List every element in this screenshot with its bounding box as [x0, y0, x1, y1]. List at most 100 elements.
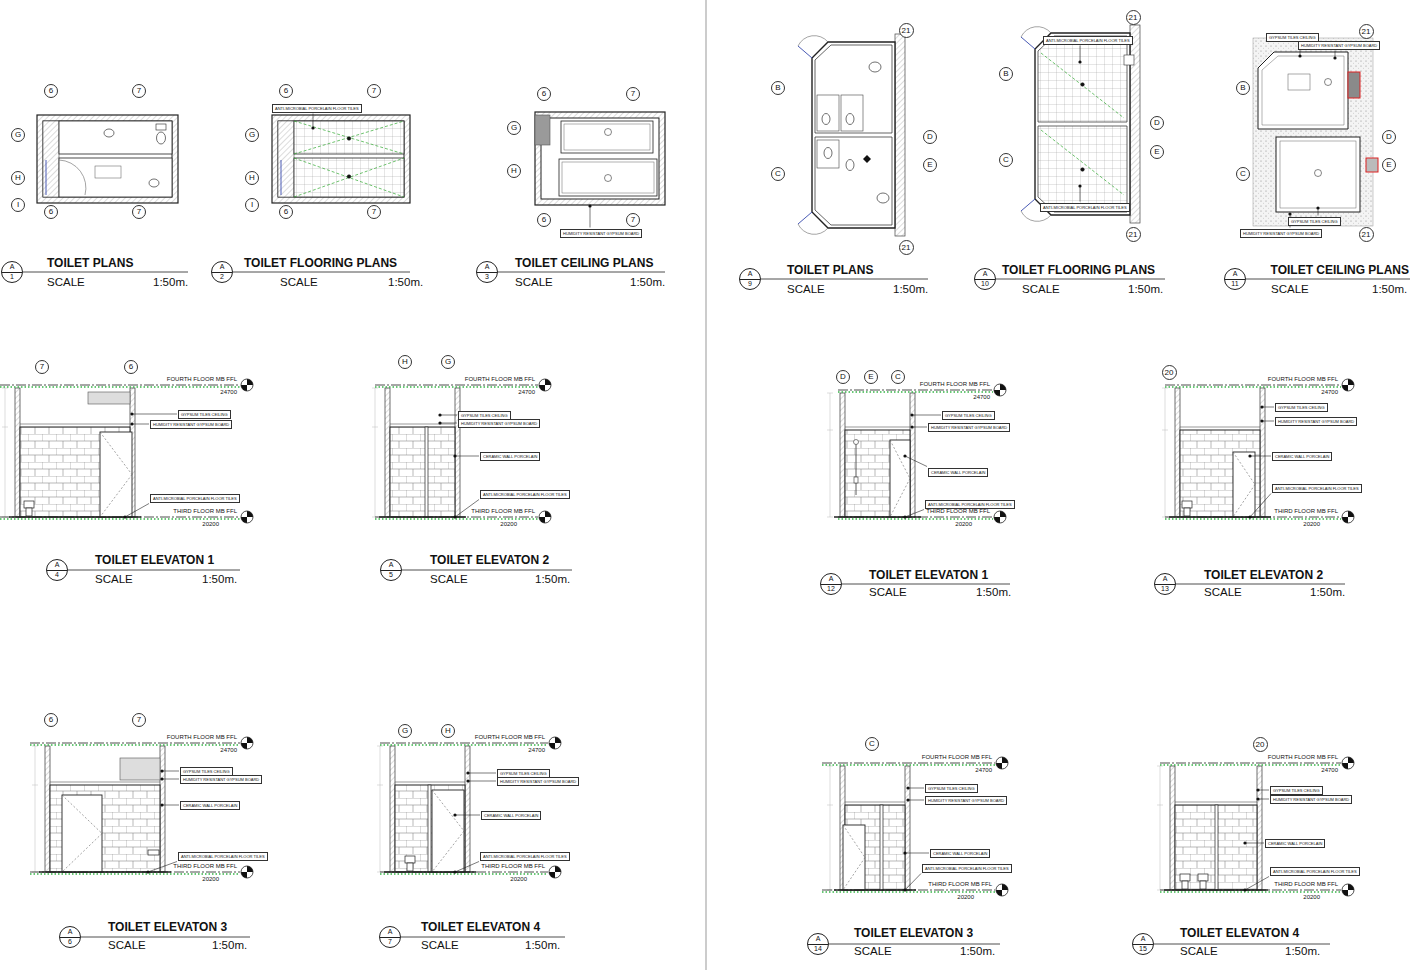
grid-bubble: G [507, 121, 521, 135]
grid-label: 21 [900, 24, 913, 37]
dimension-line [1165, 388, 1166, 517]
material-callout: GYPSUM TILES CEILING [1275, 403, 1328, 412]
shaft [1124, 55, 1134, 65]
door-swing [1021, 211, 1051, 221]
grid-label: E [924, 159, 936, 171]
level-marker [1342, 890, 1348, 896]
scale-label: SCALE [280, 275, 318, 289]
leader-line [455, 862, 479, 873]
wall-tiles [1180, 430, 1260, 517]
leader-line [590, 206, 591, 228]
wall-hatch [272, 115, 410, 203]
leader-dot [588, 204, 591, 207]
level-marker [555, 737, 561, 743]
grid-label: 21 [1360, 25, 1373, 38]
leader-dot [1288, 212, 1291, 215]
grid-bubble: C [1236, 167, 1250, 181]
drawing-number: 15 [1133, 944, 1153, 954]
ceiling-line [395, 782, 465, 783]
scale-label: SCALE [854, 944, 892, 958]
material-callout: ANTI-MICROBIAL PORCELAIN FLOOR TILES [1043, 36, 1133, 45]
scale-value: 1:50m. [202, 572, 237, 586]
level-marker [1342, 385, 1348, 391]
wall-section [1260, 388, 1265, 517]
level-name: THIRD FLOOR MB FFL [173, 863, 237, 870]
grid-label: C [866, 738, 878, 750]
drawing-title: TOILET ELEVATON 1 [869, 568, 988, 582]
drawing-number: A [1155, 574, 1175, 584]
grid-label: G [508, 122, 520, 134]
wall-hatch [895, 34, 905, 236]
grid-label: 7 [36, 361, 48, 373]
leader-line [1080, 186, 1081, 202]
level-value: 24700 [1321, 389, 1338, 396]
leader-line [440, 415, 457, 416]
grid-bubble: 6 [44, 205, 58, 219]
water-closet [1184, 508, 1190, 516]
level-line [380, 743, 548, 744]
material-callout: ANTI-MICROBIAL PORCELAIN FLOOR TILES [480, 490, 570, 499]
dimension-tick [1157, 766, 1163, 767]
grid-bubble: 20 [1162, 365, 1177, 380]
scale-label: SCALE [787, 282, 825, 296]
level-marker [241, 872, 247, 878]
material-note: GYPSUM TILES CEILING [181, 412, 228, 417]
material-note: GYPSUM TILES CEILING [1291, 219, 1338, 224]
leader-dot [453, 454, 456, 457]
grid-label: 6 [538, 214, 550, 226]
door-swing [432, 790, 464, 831]
floor-finish-line [822, 764, 995, 765]
dimension-tick [827, 805, 833, 806]
scale-value: 1:50m. [1372, 282, 1407, 296]
drawing-number: A [975, 269, 995, 279]
door [890, 440, 910, 517]
grid-label: 6 [45, 85, 57, 97]
grid-bubble: 6 [537, 213, 551, 227]
door-leaf [798, 46, 812, 58]
water-closet [1200, 881, 1206, 889]
drawing-number: A [2, 262, 22, 272]
title-underline [829, 944, 1000, 945]
material-note: ANTI-MICROBIAL PORCELAIN FLOOR TILES [153, 496, 237, 501]
door [100, 432, 132, 517]
level-value: 24700 [975, 767, 992, 774]
grid-label: H [12, 172, 24, 184]
leader-line [905, 510, 924, 518]
level-value: 20200 [957, 894, 974, 901]
beam [120, 758, 160, 780]
leader-line [1262, 407, 1274, 408]
material-callout: CERAMIC WALL PORCELAIN [1272, 452, 1332, 461]
room-outline [541, 118, 659, 199]
level-name: FOURTH FLOOR MB FFL [475, 734, 545, 741]
shaft [1348, 72, 1360, 98]
scale-label: SCALE [430, 572, 468, 586]
leader-line [162, 771, 179, 772]
level-marker [994, 390, 1000, 396]
level-line [838, 390, 993, 391]
material-note: ANTI-MICROBIAL PORCELAIN FLOOR TILES [181, 854, 265, 859]
cubicle [817, 95, 839, 131]
shower-pipe [856, 442, 857, 495]
leader-dot [1256, 788, 1259, 791]
level-name: THIRD FLOOR MB FFL [926, 508, 990, 515]
level-line [1160, 763, 1341, 764]
material-note: ANTI-MICROBIAL PORCELAIN FLOOR TILES [925, 866, 1009, 871]
grid-label: 21 [900, 241, 913, 254]
door-leaf [1021, 37, 1035, 49]
door-swing [59, 160, 86, 195]
material-note: GYPSUM TILES CEILING [945, 413, 992, 418]
title-underline [233, 272, 410, 273]
level-line [380, 872, 548, 873]
material-note: GYPSUM TILES CEILING [183, 769, 230, 774]
grid-bubble: 6 [279, 205, 293, 219]
door-swing [890, 440, 910, 479]
level-value: 24700 [518, 389, 535, 396]
shower-head [854, 440, 859, 445]
wall-section [385, 388, 390, 517]
ceiling-panel [564, 124, 650, 150]
exhaust-fan [1325, 79, 1332, 86]
drawing-number: A [47, 560, 67, 570]
level-marker [555, 866, 561, 872]
leader-line [148, 862, 177, 873]
grid-label: 7 [368, 206, 380, 218]
